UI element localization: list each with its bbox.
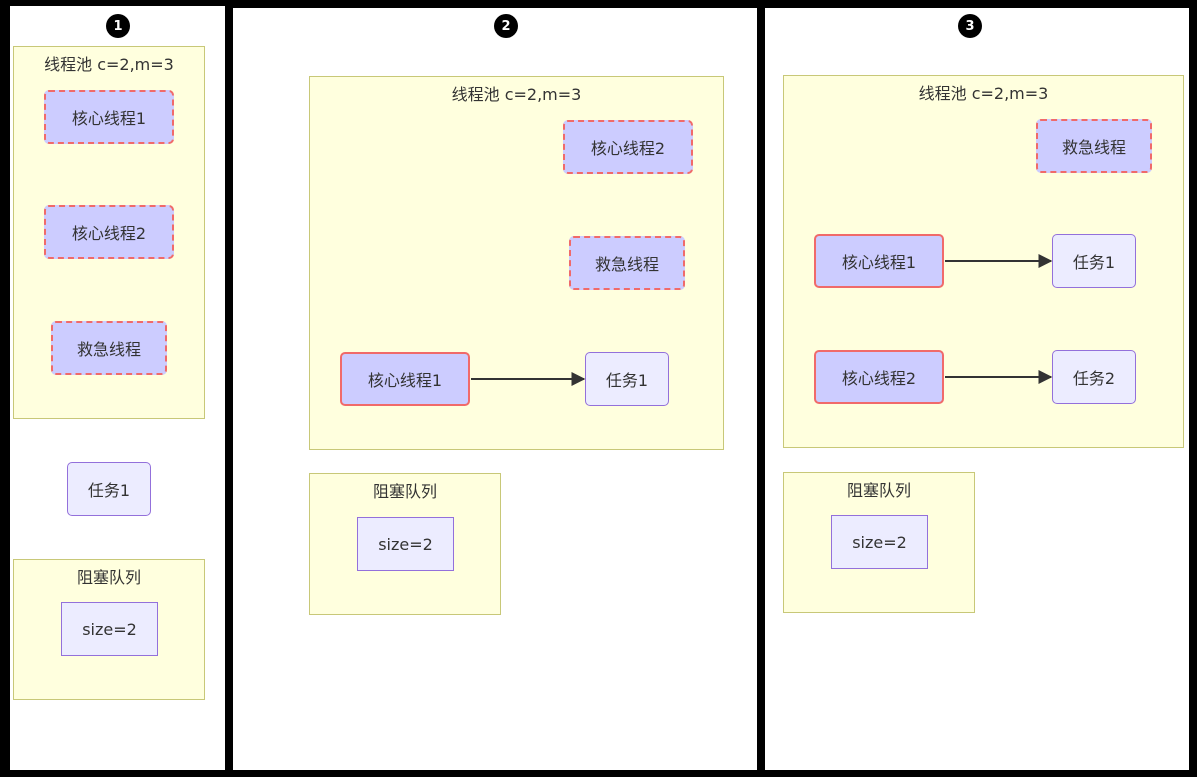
emergency-thread-node: 救急线程 xyxy=(1036,119,1152,173)
queue-size-node: size=2 xyxy=(61,602,158,656)
step-1-badge: 1 xyxy=(106,14,130,38)
blocking-queue-label: 阻塞队列 xyxy=(76,568,141,587)
core-thread-1-node: 核心线程1 xyxy=(44,90,174,144)
core-thread-2-node: 核心线程2 xyxy=(44,205,174,259)
core-thread-1-node: 核心线程1 xyxy=(340,352,470,406)
core-thread-2-node: 核心线程2 xyxy=(814,350,944,404)
thread-pool-label: 线程池 c=2,m=3 xyxy=(451,85,582,104)
queue-size-node: size=2 xyxy=(357,517,454,571)
blocking-queue-label: 阻塞队列 xyxy=(372,482,437,501)
emergency-thread-node: 救急线程 xyxy=(51,321,167,375)
task-2-node: 任务2 xyxy=(1052,350,1136,404)
queue-size-node: size=2 xyxy=(831,515,928,569)
thread-pool-label: 线程池 c=2,m=3 xyxy=(44,55,174,74)
thread-pool-label: 线程池 c=2,m=3 xyxy=(918,84,1049,103)
core-thread-2-node: 核心线程2 xyxy=(563,120,693,174)
task-1-node: 任务1 xyxy=(585,352,669,406)
blocking-queue-label: 阻塞队列 xyxy=(846,481,911,500)
emergency-thread-node: 救急线程 xyxy=(569,236,685,290)
blocking-queue-group: 阻塞队列 xyxy=(13,559,205,700)
step-3-badge: 3 xyxy=(958,14,982,38)
step-2-badge: 2 xyxy=(494,14,518,38)
task-1-node: 任务1 xyxy=(1052,234,1136,288)
core-thread-1-node: 核心线程1 xyxy=(814,234,944,288)
task-1-node: 任务1 xyxy=(67,462,151,516)
